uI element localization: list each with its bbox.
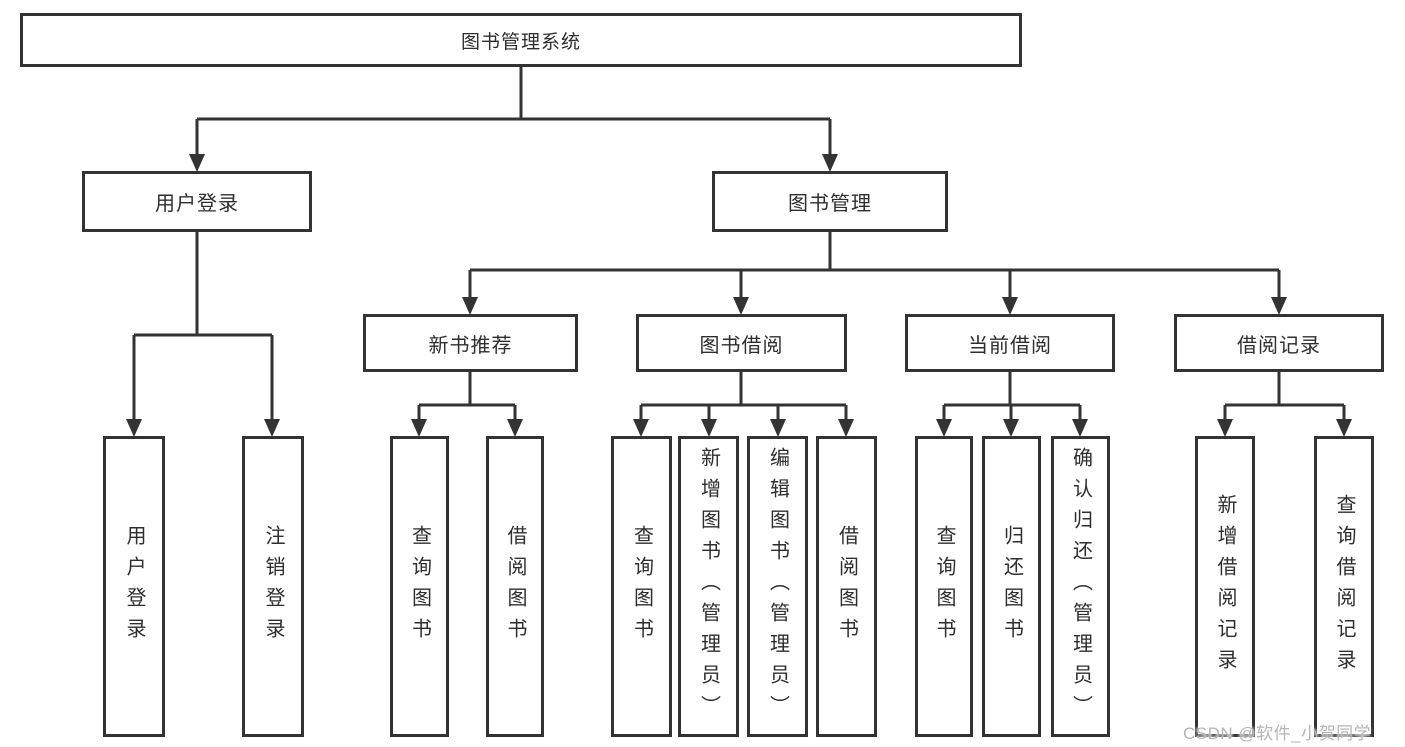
leaf-add-books-admin-label: 新增图书（管理员） xyxy=(697,447,720,726)
leaf-confirm-return-admin: 确认归还（管理员） xyxy=(1051,436,1110,737)
leaf-return-books: 归还图书 xyxy=(982,436,1041,737)
leaf-edit-books-admin-label: 编辑图书（管理员） xyxy=(766,447,789,726)
leaf-query-books-borrowing: 查询图书 xyxy=(611,436,672,737)
leaf-return-books-label: 归还图书 xyxy=(1000,524,1023,649)
node-borrowing-records: 借阅记录 xyxy=(1174,314,1384,372)
leaf-query-books-recommend-label: 查询图书 xyxy=(408,524,431,649)
leaf-logout-label: 注销登录 xyxy=(262,524,284,649)
leaf-logout: 注销登录 xyxy=(242,436,304,737)
node-user-login-branch-label: 用户登录 xyxy=(155,193,239,215)
node-borrowing-records-label: 借阅记录 xyxy=(1237,334,1321,357)
leaf-user-login-label: 用户登录 xyxy=(123,524,145,649)
node-book-borrowing-label: 图书借阅 xyxy=(699,334,784,357)
node-book-management-label: 图书管理 xyxy=(788,193,872,215)
node-book-management: 图书管理 xyxy=(712,171,948,232)
leaf-user-login: 用户登录 xyxy=(103,436,165,737)
leaf-query-borrow-record: 查询借阅记录 xyxy=(1314,436,1374,737)
node-new-book-recommendation-label: 新书推荐 xyxy=(428,334,513,357)
leaf-query-books-recommend: 查询图书 xyxy=(390,436,449,737)
leaf-query-books-current: 查询图书 xyxy=(915,436,973,737)
leaf-borrow-books: 借阅图书 xyxy=(816,436,877,737)
node-root: 图书管理系统 xyxy=(20,13,1022,67)
leaf-query-books-current-label: 查询图书 xyxy=(933,524,955,649)
leaf-confirm-return-admin-label: 确认归还（管理员） xyxy=(1069,447,1092,726)
node-root-label: 图书管理系统 xyxy=(460,31,581,53)
node-new-book-recommendation: 新书推荐 xyxy=(363,314,578,372)
node-current-borrowing-label: 当前借阅 xyxy=(968,334,1052,357)
csdn-watermark: CSDN @软件_小贺同学 xyxy=(1183,724,1372,743)
leaf-borrow-books-recommend-label: 借阅图书 xyxy=(504,524,526,649)
leaf-query-books-borrowing-label: 查询图书 xyxy=(630,524,653,649)
node-user-login-branch: 用户登录 xyxy=(82,171,312,232)
leaf-edit-books-admin: 编辑图书（管理员） xyxy=(747,436,808,737)
leaf-add-books-admin: 新增图书（管理员） xyxy=(678,436,739,737)
leaf-add-borrow-record-label: 新增借阅记录 xyxy=(1214,493,1236,680)
node-current-borrowing: 当前借阅 xyxy=(905,314,1115,372)
leaf-borrow-books-recommend: 借阅图书 xyxy=(486,436,544,737)
leaf-query-borrow-record-label: 查询借阅记录 xyxy=(1333,493,1355,680)
leaf-borrow-books-label: 借阅图书 xyxy=(835,524,858,649)
node-book-borrowing: 图书借阅 xyxy=(636,314,847,372)
leaf-add-borrow-record: 新增借阅记录 xyxy=(1195,436,1255,737)
